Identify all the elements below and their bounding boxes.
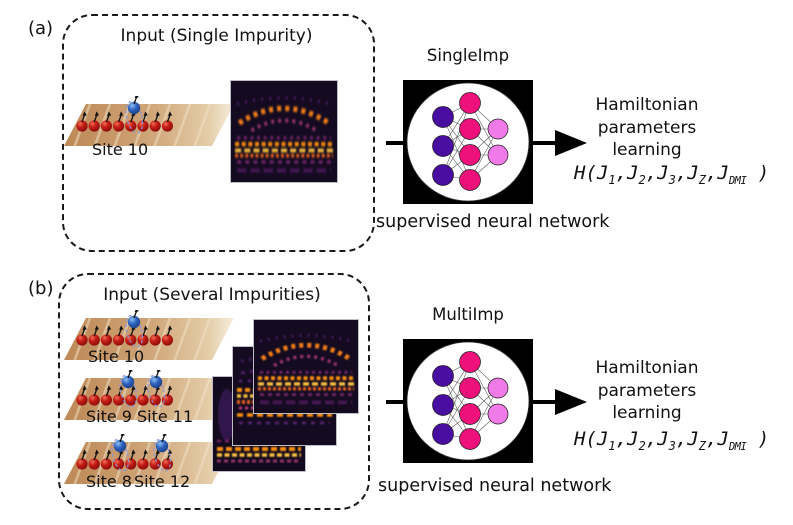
site-label-a-10: Site 10 — [92, 140, 149, 159]
panel-a-tag: (a) — [28, 18, 54, 39]
arrow-right-icon — [533, 130, 587, 156]
arrow-right-icon — [533, 389, 587, 415]
spectral-map-a — [230, 80, 338, 183]
output-line: learning — [612, 140, 682, 160]
hamiltonian-formula-a: H(J1,J2,J3,JZ,JDMI ) — [574, 162, 770, 187]
input-box-title-b: Input (Several Impurities) — [103, 285, 321, 305]
output-line: learning — [612, 403, 682, 423]
neural-network-b — [403, 339, 533, 463]
output-text-b: Hamiltonian parameters learning — [557, 357, 737, 425]
connector-line-b — [386, 400, 404, 404]
input-box-title-a: Input (Single Impurity) — [120, 26, 313, 46]
output-line: parameters — [597, 117, 697, 138]
nn-title-b: MultiImp — [432, 305, 504, 324]
input-box-b — [58, 273, 370, 510]
site-label-b-10: Site 10 — [88, 347, 145, 366]
spectral-map-b-front — [253, 319, 359, 414]
neural-network-a — [403, 80, 533, 204]
nn-caption-b: supervised neural network — [378, 476, 612, 496]
site-label-b-11: Site 11 — [137, 407, 194, 426]
connector-line-a — [386, 141, 404, 145]
output-text-a: Hamiltonian parameters learning — [557, 94, 737, 162]
spin-chain-a — [64, 96, 236, 160]
site-label-b-8: Site 8 — [86, 472, 132, 491]
input-box-a — [62, 14, 375, 252]
site-label-b-9: Site 9 — [86, 407, 132, 426]
output-line: parameters — [597, 380, 697, 401]
hamiltonian-formula-b: H(J1,J2,J3,JZ,JDMI ) — [574, 428, 770, 453]
nn-title-a: SingleImp — [426, 46, 510, 65]
nn-caption-a: supervised neural network — [376, 212, 610, 232]
panel-b-tag: (b) — [28, 278, 54, 299]
output-line: Hamiltonian — [595, 95, 699, 115]
output-line: Hamiltonian — [595, 358, 699, 378]
site-label-b-12: Site 12 — [134, 472, 191, 491]
